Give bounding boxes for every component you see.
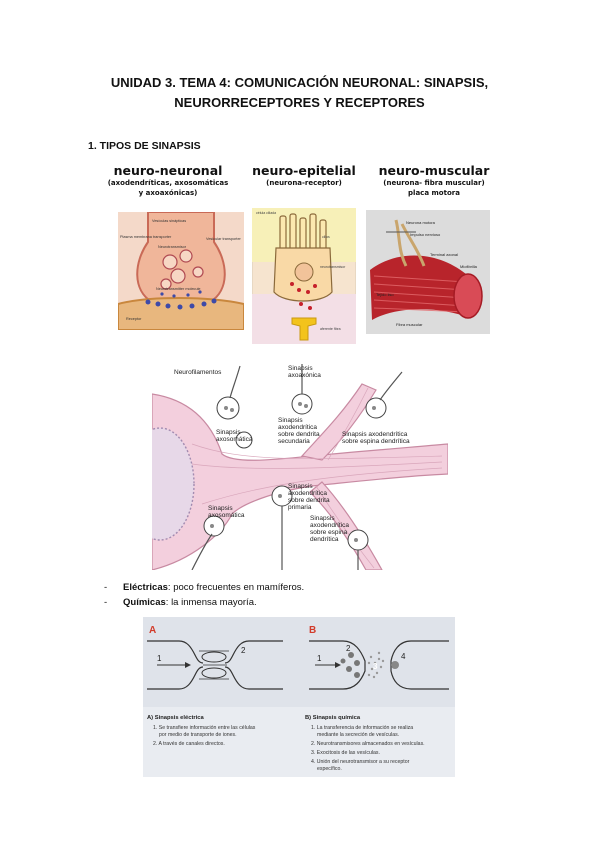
neuron-label: axosomática bbox=[208, 512, 245, 519]
figure-label: Miofibrilla bbox=[460, 264, 478, 269]
electrical-chemical-synapse-figure: A 1 2 B 1 2 3 4 A) Sinapsis eléctrica 1.… bbox=[143, 617, 455, 777]
synapse-type-neuro-neuronal: neuro-neuronal (axodendríticas, axosomát… bbox=[100, 163, 236, 198]
bullet-quimicas: - Químicas: la inmensa mayoría. bbox=[104, 597, 257, 608]
figure-label: Impulso nervioso bbox=[410, 232, 441, 237]
neuron-label: Sinapsis bbox=[216, 429, 241, 436]
synapse-type-sub: (neurona- fibra muscular) bbox=[383, 179, 485, 187]
bullet-term: Eléctricas bbox=[123, 582, 168, 593]
bullet-term: Químicas bbox=[123, 597, 166, 608]
synapse-type-sub: y axoaxónicas) bbox=[138, 189, 198, 197]
figure-label: Plasma membrana transporter bbox=[120, 235, 172, 239]
neuron-label: Sinapsis axodendrítica bbox=[342, 431, 408, 438]
neuron-label: Sinapsis bbox=[278, 417, 303, 424]
caption-item: 3. Exocitosis de las vesículas. bbox=[311, 750, 380, 756]
bullet-electricas: - Eléctricas: poco frecuentes en mamífer… bbox=[104, 582, 304, 593]
step-number: 4 bbox=[401, 652, 406, 661]
figure-label: Receptor bbox=[126, 317, 142, 321]
neuron-label: axosomática bbox=[216, 436, 253, 443]
neuron-label: sobre espina dendrítica bbox=[342, 438, 410, 445]
synapse-type-heading: neuro-neuronal bbox=[113, 163, 223, 178]
document-title-line2: NEURORRECEPTORES Y RECEPTORES bbox=[174, 95, 425, 110]
panel-b-label: B bbox=[309, 625, 316, 636]
neuron-label: sobre dendrita bbox=[288, 497, 330, 504]
figure-label: cilios bbox=[322, 235, 330, 239]
neuron-label: sobre espina bbox=[310, 529, 348, 536]
neuron-label: axodendrítica bbox=[310, 522, 349, 529]
neuron-label: Sinapsis bbox=[208, 505, 233, 512]
figure-label: neurotransmisor bbox=[320, 265, 346, 269]
neuron-label: Neurofilamentos bbox=[174, 369, 222, 376]
caption-item: mediante la secreción de vesículas. bbox=[317, 732, 399, 738]
figure-label: Vesículas sinápticas bbox=[152, 219, 186, 223]
figure-label: Vesicular transporter bbox=[206, 237, 242, 241]
neuron-label: axodendrítica bbox=[288, 490, 327, 497]
figure-label: célula ciliada bbox=[256, 211, 276, 215]
caption-item: 1. Se transfiere información entre las c… bbox=[153, 725, 256, 731]
step-number: 2 bbox=[346, 644, 351, 653]
bullet-text: : poco frecuentes en mamíferos. bbox=[167, 582, 305, 593]
figure-label: Neurotransmitter molecule bbox=[156, 287, 201, 291]
neuro-neuronal-synapse-figure: Vesículas sinápticas Plasma membrana tra… bbox=[118, 212, 244, 330]
figure-label: Terminal axonal bbox=[430, 252, 458, 257]
step-number: 2 bbox=[241, 646, 246, 655]
document-title-line1: UNIDAD 3. TEMA 4: COMUNICACIÓN NEURONAL:… bbox=[110, 75, 489, 90]
synapse-type-sub: placa motora bbox=[408, 189, 460, 197]
caption-title: A) Sinapsis eléctrica bbox=[147, 715, 204, 721]
caption-item: 2. A través de canales directos. bbox=[153, 741, 225, 747]
neuron-synapses-figure: Neurofilamentos Sinapsis axoaxónica Sina… bbox=[152, 364, 448, 570]
neuron-label: axoaxónica bbox=[288, 372, 321, 379]
neuron-label: sobre dendrita bbox=[278, 431, 320, 438]
step-number: 3 bbox=[373, 662, 378, 671]
synapse-type-heading: neuro-epitelial bbox=[252, 163, 356, 178]
bullet-dash: - bbox=[104, 597, 108, 608]
neuron-label: dendrítica bbox=[310, 536, 339, 543]
figure-label: Neurona motora bbox=[406, 220, 436, 225]
synapse-type-neuro-epitelial: neuro-epitelial (neurona-receptor) bbox=[248, 163, 360, 188]
neuro-muscular-synapse-figure: Neurona motora Impulso nervioso Terminal… bbox=[366, 210, 490, 334]
synapse-type-sub: (neurona-receptor) bbox=[266, 179, 342, 187]
figure-label: Fibra muscular bbox=[396, 322, 423, 327]
figure-label: Neurotransmisor bbox=[158, 245, 187, 249]
neuro-epitelial-synapse-figure: célula ciliada cilios neurotransmisor af… bbox=[252, 208, 356, 344]
caption-item: específico. bbox=[317, 766, 342, 772]
caption-title: B) Sinapsis química bbox=[305, 715, 361, 721]
step-number: 1 bbox=[157, 654, 162, 663]
caption-item: por medio de transporte de iones. bbox=[159, 732, 237, 738]
figure-label: aferente fibra bbox=[320, 327, 341, 331]
section-heading: 1. TIPOS DE SINAPSIS bbox=[88, 140, 201, 152]
bullet-text: : la inmensa mayoría. bbox=[165, 597, 257, 608]
synapse-type-heading: neuro-muscular bbox=[378, 163, 490, 178]
neuron-label: secundaria bbox=[278, 438, 310, 445]
bullet-dash: - bbox=[104, 582, 108, 593]
step-number: 1 bbox=[317, 654, 322, 663]
synapse-type-sub: (axodendríticas, axosomáticas bbox=[107, 179, 229, 187]
neuron-label: Sinapsis bbox=[310, 515, 335, 522]
neuron-label: primaria bbox=[288, 504, 312, 511]
neuron-label: axodendrítica bbox=[278, 424, 317, 431]
caption-item: 2. Neurotransmisores almacenados en vesí… bbox=[311, 741, 425, 747]
neuron-label: Sinapsis bbox=[288, 365, 313, 372]
synapse-type-neuro-muscular: neuro-muscular (neurona- fibra muscular)… bbox=[372, 163, 496, 198]
panel-a-label: A bbox=[149, 625, 156, 636]
caption-item: 4. Unión del neurotransmisor a su recept… bbox=[311, 759, 410, 765]
caption-item: 1. La transferencia de información se re… bbox=[311, 725, 413, 731]
neuron-label: Sinapsis bbox=[288, 483, 313, 490]
figure-label: Tejido liso bbox=[376, 292, 394, 297]
